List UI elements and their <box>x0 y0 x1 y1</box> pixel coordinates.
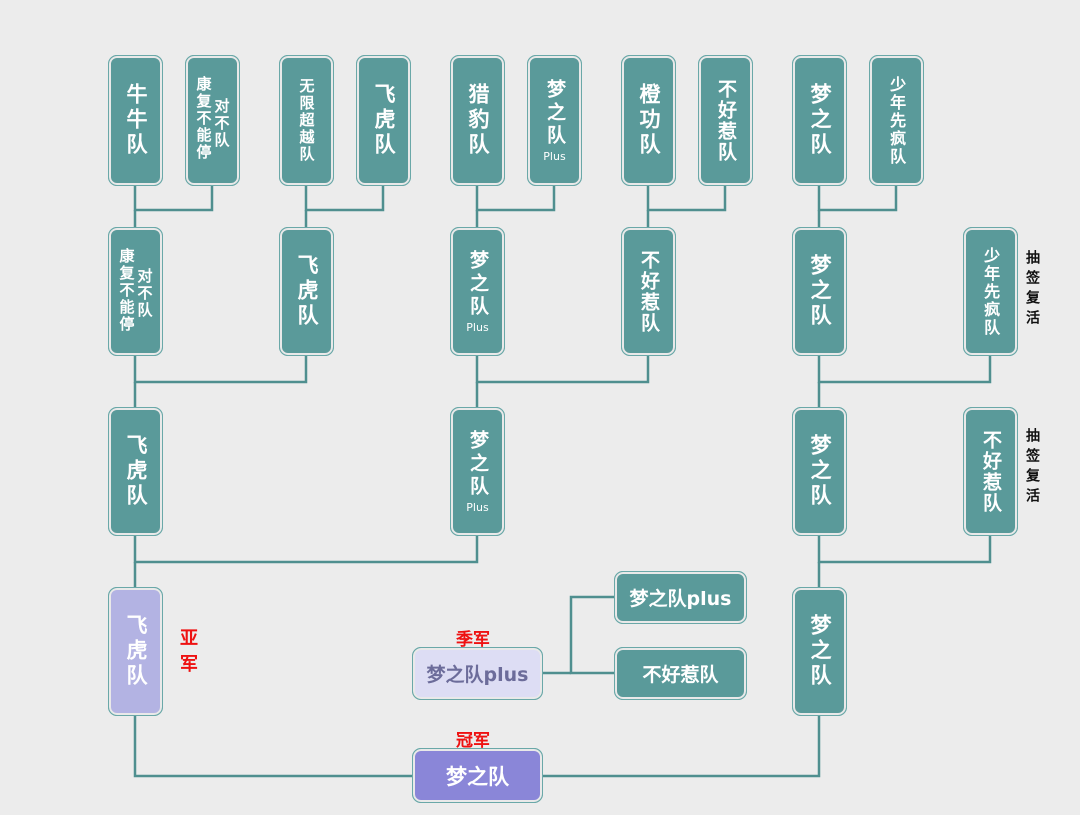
team-box-kangfu: 康复不能停 对不队 <box>185 55 240 186</box>
revive-note: 抽签复活 <box>1024 428 1040 508</box>
team-box-liebao: 猎豹队 <box>450 55 505 186</box>
runner-up-label: 亚军 <box>177 628 198 680</box>
bracket-line <box>133 185 214 212</box>
team-box-buhaore: 不好惹队 <box>698 55 753 186</box>
team-box-wuxian: 无限超越队 <box>279 55 334 186</box>
team-name: 梦之队 <box>808 83 832 158</box>
team-name: 不好惹队 <box>642 664 719 686</box>
team-box-buhaore: 不好惹队 <box>963 407 1018 536</box>
team-name: 梦之队 <box>808 434 832 509</box>
team-box-feihu: 飞虎队 <box>108 407 163 536</box>
team-box-niuniu: 牛牛队 <box>108 55 163 186</box>
team-box-mengzhi-plus: 梦之队 Plus <box>527 55 582 186</box>
team-name-sub: Plus <box>543 149 566 163</box>
team-name: 梦之队 <box>467 429 489 499</box>
bracket-line <box>475 185 556 212</box>
team-name: 不好惹队 <box>638 249 660 334</box>
team-name: 少年先疯队 <box>887 75 907 166</box>
bracket-line <box>569 595 615 675</box>
team-box-shaonian: 少年先疯队 <box>869 55 924 186</box>
team-name: 梦之队 <box>544 78 566 148</box>
team-box-mengzhi-plus: 梦之队 Plus <box>450 407 505 536</box>
bracket-line <box>817 355 992 384</box>
team-box-chenggong: 橙功队 <box>621 55 676 186</box>
team-name: 不好惹队 <box>980 429 1002 514</box>
team-box-mengzhi-semi: 梦之队 <box>792 587 847 716</box>
runner-up-box: 飞虎队 <box>108 587 163 716</box>
team-name-suffix: 对不队 <box>212 98 231 149</box>
team-box-kangfu: 康复不能停 对不队 <box>108 227 163 356</box>
team-name: 康复不能停 <box>117 248 136 333</box>
team-name: 少年先疯队 <box>981 246 1001 337</box>
team-name-suffix: 对不队 <box>135 268 154 319</box>
team-name: 梦之队 <box>446 764 509 789</box>
team-name: 梦之队 <box>467 249 489 319</box>
team-name: 橙功队 <box>637 83 661 158</box>
bracket-line <box>542 715 821 778</box>
third-place-box: 梦之队plus <box>412 647 543 700</box>
team-box-mengzhi: 梦之队 <box>792 55 847 186</box>
team-name: 梦之队 <box>808 254 832 329</box>
team-box-mengzhi: 梦之队 <box>792 407 847 536</box>
team-name-sub: Plus <box>466 320 489 334</box>
team-name: 飞虎队 <box>124 434 148 509</box>
team-name: 牛牛队 <box>124 83 148 158</box>
bracket-line <box>133 715 414 778</box>
team-name-sub: Plus <box>466 500 489 514</box>
team-name: 梦之队 <box>808 614 832 689</box>
team-box-shaonian: 少年先疯队 <box>963 227 1018 356</box>
team-name: 无限超越队 <box>297 78 316 163</box>
team-name: 康复不能停 <box>194 76 213 161</box>
team-box-buhaore-third: 不好惹队 <box>614 647 747 700</box>
bracket-line <box>817 185 898 212</box>
team-box-mengzhi-plus-third: 梦之队plus <box>614 571 747 624</box>
revive-note: 抽签复活 <box>1024 250 1040 330</box>
team-box-buhaore: 不好惹队 <box>621 227 676 356</box>
bracket-line <box>133 535 479 564</box>
team-name: 梦之队plus <box>426 664 529 686</box>
team-box-mengzhi: 梦之队 <box>792 227 847 356</box>
bracket-line <box>133 355 308 384</box>
champion-label: 冠军 <box>456 731 490 751</box>
third-place-label: 季军 <box>456 630 490 650</box>
team-name: 不好惹队 <box>715 78 737 163</box>
champion-box: 梦之队 <box>412 748 543 803</box>
team-box-feihu: 飞虎队 <box>356 55 411 186</box>
bracket-line <box>475 355 650 384</box>
team-box-feihu: 飞虎队 <box>279 227 334 356</box>
bracket-line <box>646 185 727 212</box>
team-name: 飞虎队 <box>295 254 319 329</box>
bracket-line <box>304 185 385 212</box>
team-name: 飞虎队 <box>124 614 148 689</box>
team-name: 梦之队plus <box>629 588 732 610</box>
team-box-mengzhi-plus: 梦之队 Plus <box>450 227 505 356</box>
bracket-line <box>817 535 992 564</box>
team-name: 猎豹队 <box>466 83 490 158</box>
team-name: 飞虎队 <box>372 83 396 158</box>
